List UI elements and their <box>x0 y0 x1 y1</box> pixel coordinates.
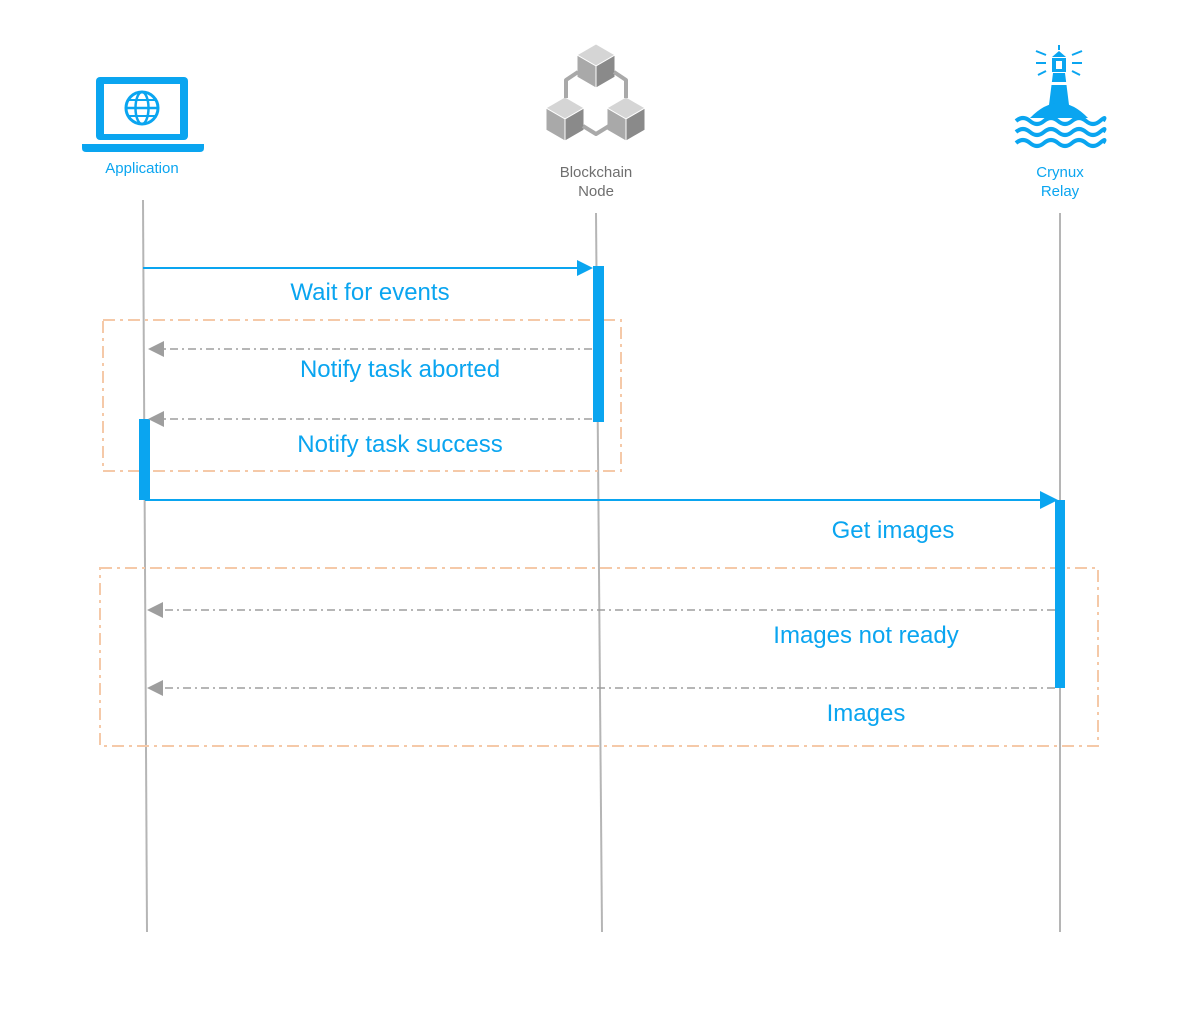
message-label: Images not ready <box>773 622 958 649</box>
actor-label: Application <box>105 160 178 177</box>
lighthouse-icon <box>1014 45 1107 148</box>
message-label: Get images <box>832 517 955 544</box>
message-wait-for-events: Wait for events <box>143 260 593 306</box>
activation-bar-blockchain <box>593 266 604 422</box>
arrowhead-icon <box>147 680 163 696</box>
message-label: Wait for events <box>290 279 449 306</box>
message-label: Images <box>827 700 906 727</box>
message-get-images: Get images <box>145 491 1058 544</box>
message-label: Notify task aborted <box>300 356 500 383</box>
actor-label: Node <box>578 183 614 200</box>
alt-frame-relay <box>99 567 1099 747</box>
actor-label: Crynux <box>1036 164 1084 181</box>
blockchain-cubes-icon <box>545 43 646 142</box>
actor-label: Blockchain <box>560 164 633 181</box>
actor-blockchain-node: Blockchain Node <box>545 43 646 200</box>
message-label: Notify task success <box>297 431 502 458</box>
activation-bar-application <box>139 419 150 500</box>
actor-label: Relay <box>1041 183 1080 200</box>
alt-frame-blockchain <box>102 319 622 472</box>
activation-bar-relay <box>1055 500 1065 688</box>
arrowhead-icon <box>1040 491 1058 509</box>
lifeline-application <box>142 199 148 933</box>
laptop-globe-icon <box>82 77 204 152</box>
message-images-not-ready: Images not ready <box>147 602 1055 649</box>
message-notify-task-success: Notify task success <box>148 411 592 458</box>
message-images: Images <box>147 680 1055 727</box>
arrowhead-icon <box>577 260 593 276</box>
arrowhead-icon <box>148 341 164 357</box>
chain-links <box>564 70 628 136</box>
actor-application: Application <box>82 77 204 177</box>
arrowhead-icon <box>147 602 163 618</box>
message-notify-task-aborted: Notify task aborted <box>148 341 592 383</box>
arrowhead-icon <box>148 411 164 427</box>
actor-crynux-relay: Crynux Relay <box>1014 45 1107 200</box>
